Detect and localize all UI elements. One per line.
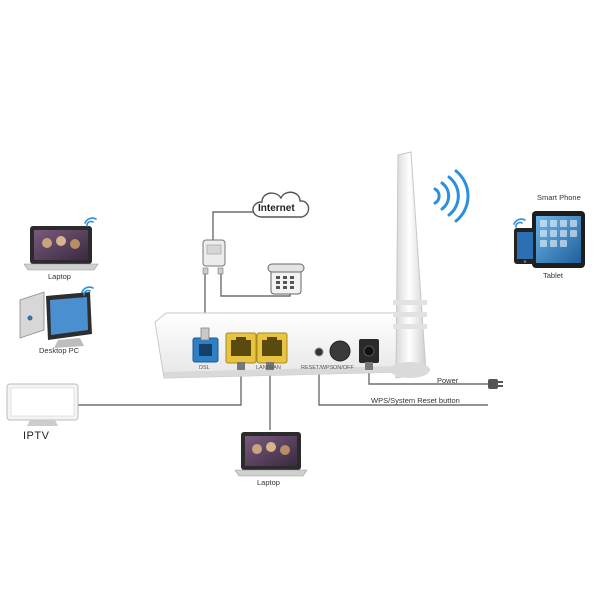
desktop-pc-icon xyxy=(19,291,92,348)
reset-wps-label: RESET/WPS xyxy=(301,365,334,371)
antenna xyxy=(390,151,430,379)
laptop-icon-bottom xyxy=(234,432,308,477)
iptv-label: IPTV xyxy=(23,430,50,442)
cable-iptv xyxy=(78,368,242,406)
power-jack xyxy=(359,339,379,363)
lan-port-label: LAN/WAN xyxy=(256,365,281,371)
router xyxy=(154,312,403,379)
telephone-icon xyxy=(267,263,305,295)
cable-power xyxy=(368,368,488,385)
lan-port-1 xyxy=(225,332,257,364)
reset-button xyxy=(314,347,324,357)
desktop-pc-label: Desktop PC xyxy=(39,346,80,355)
dsl-splitter xyxy=(202,239,226,275)
wifi-mini-icon-2 xyxy=(81,286,94,296)
wifi-mini-icon-1 xyxy=(84,217,97,227)
laptop-top-label: Laptop xyxy=(48,272,71,281)
internet-label: Internet xyxy=(258,203,295,214)
wifi-mini-icon-3 xyxy=(513,218,526,228)
on-off-label: ON/OFF xyxy=(333,365,354,371)
tablet-icon xyxy=(532,211,585,268)
wifi-signal-icon xyxy=(433,169,470,223)
iptv-icon xyxy=(6,383,79,426)
cable-reset-pointer xyxy=(318,360,488,406)
smart-phone-label: Smart Phone xyxy=(537,193,581,202)
wps-reset-callout-label: WPS/System Reset button xyxy=(371,396,460,405)
dsl-port xyxy=(192,337,219,363)
cables xyxy=(78,211,488,430)
power-switch xyxy=(329,340,351,362)
internet-cloud xyxy=(252,191,310,218)
tablet-label: Tablet xyxy=(543,271,564,280)
laptop-icon-top xyxy=(23,226,99,271)
smart-phone-icon xyxy=(514,228,536,264)
lan-port-2 xyxy=(256,332,288,364)
dsl-port-label: DSL xyxy=(199,365,210,371)
cable-internet-splitter xyxy=(212,211,256,244)
laptop-bottom-label: Laptop xyxy=(257,478,280,487)
power-callout-label: Power xyxy=(437,376,459,385)
power-plug-icon xyxy=(488,379,503,389)
